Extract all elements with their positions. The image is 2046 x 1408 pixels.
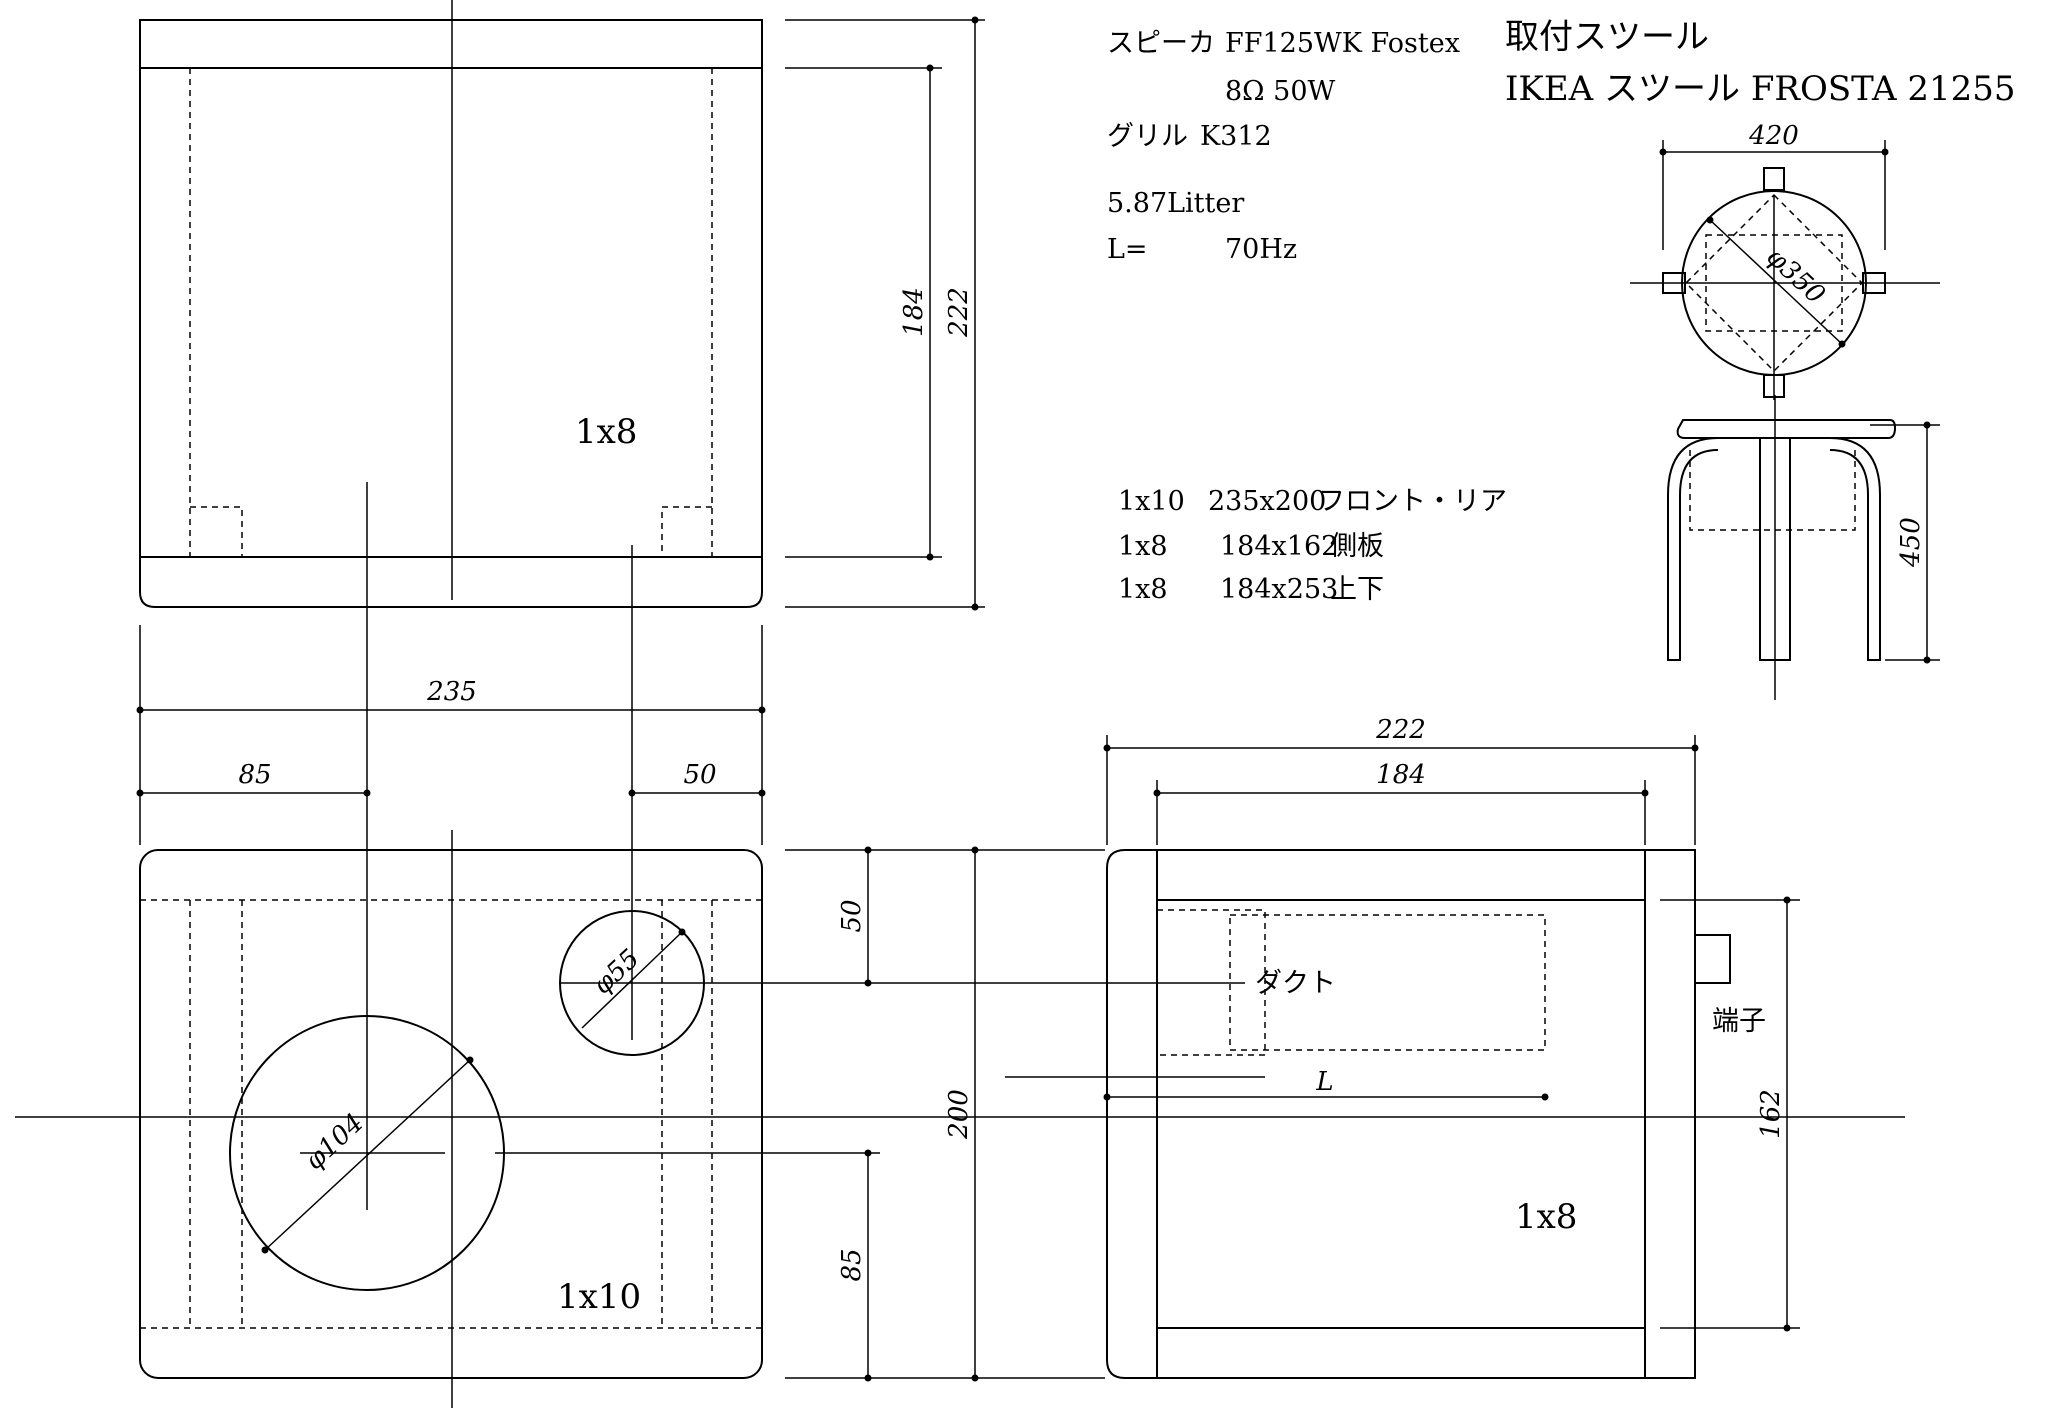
duct (1156, 909, 1266, 1056)
stool-seat-elevation (1676, 419, 1897, 439)
stool-dim-width: 420 (1748, 121, 1799, 151)
grill-model: K312 (1200, 121, 1272, 152)
side-view: ダクト L 端子 1x8 222 184 162 (1005, 715, 1800, 1379)
terminal (1694, 934, 1731, 984)
stool-drawing: 取付スツール IKEA スツール FROSTA 21255 420 φ350 (1505, 17, 2016, 700)
part-1-material: 1x10 (1118, 486, 1185, 517)
top-view-dim-outer: 222 (944, 287, 974, 338)
stool-title: 取付スツール (1505, 17, 1709, 57)
front-view-dim-top: 50 (837, 899, 867, 932)
tuning-value: 70Hz (1225, 234, 1297, 265)
part-3-size: 184x253 (1220, 574, 1338, 605)
speaker-label: スピーカ (1107, 28, 1215, 59)
side-view-dim-height: 162 (1756, 1089, 1786, 1139)
front-view-dim-height: 200 (944, 1089, 974, 1140)
duct-label: ダクト (1255, 968, 1336, 999)
volume-text: 5.87Litter (1107, 188, 1244, 219)
tuning-label: L= (1107, 234, 1148, 265)
terminal-label: 端子 (1712, 1006, 1766, 1037)
duct-length-label: L (1315, 1067, 1333, 1097)
top-view-dim-inner: 184 (899, 287, 929, 337)
part-2-size: 184x162 (1220, 531, 1338, 562)
grill-label: グリル (1107, 121, 1188, 152)
front-view-dim-right: 50 (683, 760, 716, 790)
part-1-name: フロント・リア (1318, 486, 1507, 517)
side-view-dim-inner: 184 (1376, 760, 1426, 790)
side-view-material-label: 1x8 (1515, 1197, 1577, 1237)
stool-dim-height: 450 (1896, 517, 1926, 568)
part-2-material: 1x8 (1118, 531, 1168, 562)
speaker-model: FF125WK Fostex (1225, 28, 1460, 59)
side-view-dim-outer: 222 (1375, 715, 1426, 745)
front-view: φ104 φ55 1x10 235 85 50 50 85 (136, 482, 1245, 1408)
top-view-material-label: 1x8 (575, 412, 637, 452)
front-view-dim-bottom: 85 (837, 1248, 867, 1281)
front-view-dim-left: 85 (238, 760, 271, 790)
part-3-name: 上下 (1330, 574, 1384, 605)
front-view-material-label: 1x10 (557, 1277, 641, 1317)
parts-list: 1x10 235x200 フロント・リア 1x8 184x162 側板 1x8 … (1118, 486, 1507, 605)
part-2-name: 側板 (1330, 531, 1384, 562)
front-view-dim-width: 235 (426, 677, 477, 707)
speaker-spec: 8Ω 50W (1225, 76, 1336, 107)
speaker-hole-dim: φ104 (300, 1108, 370, 1176)
spec-block: スピーカ FF125WK Fostex 8Ω 50W グリル K312 5.87… (1107, 28, 1460, 265)
part-1-size: 235x200 (1208, 486, 1326, 517)
port-hole-dim: φ55 (588, 944, 646, 1001)
stool-model: IKEA スツール FROSTA 21255 (1505, 69, 2016, 109)
top-view: 1x8 184 222 (139, 0, 985, 611)
part-3-material: 1x8 (1118, 574, 1168, 605)
